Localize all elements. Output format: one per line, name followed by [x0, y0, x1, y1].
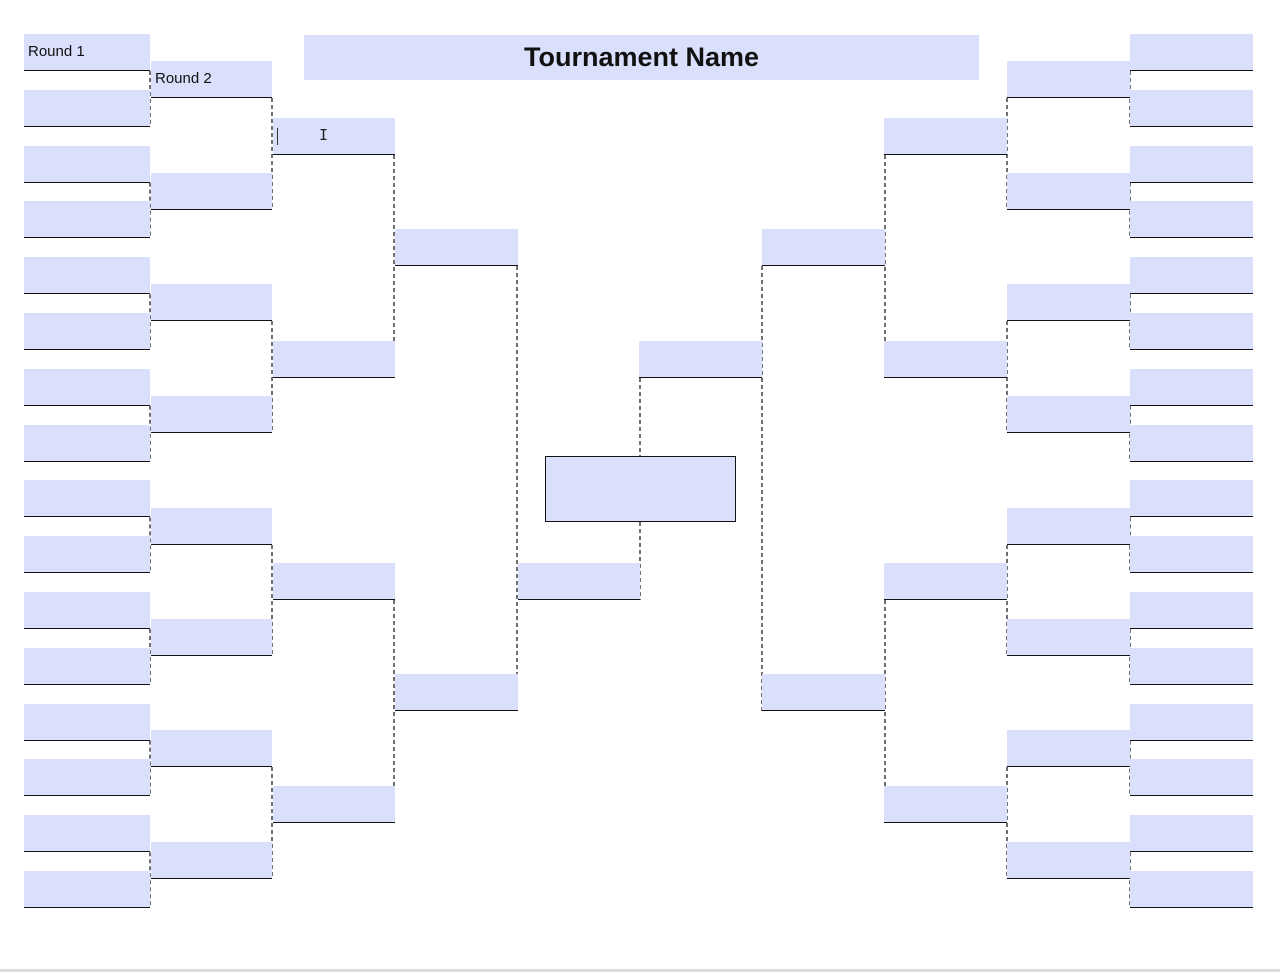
round2-left-slot[interactable] — [151, 173, 272, 210]
round1-left-slot[interactable] — [24, 815, 150, 853]
round1-right-slot[interactable] — [1130, 201, 1253, 239]
round2-right-slot[interactable] — [1007, 842, 1130, 879]
round3-right-slot[interactable] — [884, 786, 1007, 823]
round3-right-slot[interactable] — [884, 118, 1007, 155]
round2-left-slot[interactable] — [151, 508, 272, 545]
round1-left-slot[interactable]: Round 1 — [24, 34, 150, 71]
round1-right-slot[interactable] — [1130, 703, 1253, 741]
round2-right-slot[interactable] — [1007, 619, 1130, 656]
round1-left-slot[interactable] — [24, 257, 150, 295]
round1-right-slot[interactable] — [1130, 368, 1253, 406]
round1-left-slot[interactable] — [24, 647, 150, 685]
round2-right-slot[interactable] — [1007, 508, 1130, 545]
round2-left-slot[interactable] — [151, 619, 272, 656]
round3-left-slot[interactable] — [273, 118, 395, 155]
round1-left-slot[interactable] — [24, 703, 150, 741]
round1-left-slot[interactable] — [24, 592, 150, 629]
round3-left-slot[interactable] — [273, 786, 395, 823]
round1-right-slot[interactable] — [1130, 89, 1253, 127]
round1-left-slot[interactable] — [24, 871, 150, 908]
round1-left-slot[interactable] — [24, 368, 150, 406]
round4-right-slot[interactable] — [762, 229, 885, 266]
round1-left-slot[interactable] — [24, 480, 150, 518]
round1-right-slot[interactable] — [1130, 145, 1253, 183]
round3-left-slot[interactable] — [273, 341, 395, 378]
round1-right-slot[interactable] — [1130, 480, 1253, 518]
round2-left-slot[interactable]: Round 2 — [151, 61, 272, 98]
round2-right-slot[interactable] — [1007, 730, 1130, 767]
round3-left-slot[interactable] — [273, 563, 395, 600]
round1-right-slot[interactable] — [1130, 536, 1253, 574]
round1-right-slot[interactable] — [1130, 313, 1253, 350]
semifinal-left-slot[interactable] — [518, 563, 640, 600]
round1-right-slot[interactable] — [1130, 647, 1253, 685]
round-label: Round 2 — [155, 70, 212, 87]
round1-right-slot[interactable] — [1130, 592, 1253, 629]
round4-left-slot[interactable] — [395, 674, 518, 711]
round1-left-slot[interactable] — [24, 536, 150, 574]
semifinal-right-slot[interactable] — [639, 341, 762, 378]
text-caret — [277, 128, 278, 145]
round2-left-slot[interactable] — [151, 396, 272, 433]
round1-left-slot[interactable] — [24, 145, 150, 183]
round2-left-slot[interactable] — [151, 284, 272, 321]
round2-right-slot[interactable] — [1007, 173, 1130, 210]
round1-left-slot[interactable] — [24, 201, 150, 239]
round4-left-slot[interactable] — [395, 229, 518, 266]
round2-left-slot[interactable] — [151, 730, 272, 767]
round-label: Round 1 — [28, 43, 85, 60]
round2-right-slot[interactable] — [1007, 61, 1130, 98]
round1-right-slot[interactable] — [1130, 424, 1253, 462]
tournament-title: Tournament Name — [523, 42, 760, 72]
champion-field[interactable] — [545, 456, 736, 522]
round1-left-slot[interactable] — [24, 89, 150, 127]
round1-left-slot[interactable] — [24, 424, 150, 462]
round3-right-slot[interactable] — [884, 563, 1007, 600]
i-beam-cursor-icon: I — [319, 126, 329, 144]
round2-right-slot[interactable] — [1007, 396, 1130, 433]
round4-right-slot[interactable] — [762, 674, 885, 711]
round1-left-slot[interactable] — [24, 759, 150, 797]
tournament-title-field[interactable]: Tournament Name — [304, 35, 979, 80]
round1-right-slot[interactable] — [1130, 759, 1253, 797]
round2-left-slot[interactable] — [151, 842, 272, 879]
round3-right-slot[interactable] — [884, 341, 1007, 378]
round1-right-slot[interactable] — [1130, 871, 1253, 908]
round1-right-slot[interactable] — [1130, 257, 1253, 295]
round2-right-slot[interactable] — [1007, 284, 1130, 321]
round1-right-slot[interactable] — [1130, 34, 1253, 71]
round1-right-slot[interactable] — [1130, 815, 1253, 853]
window-bottom-edge — [0, 969, 1280, 972]
round1-left-slot[interactable] — [24, 313, 150, 350]
